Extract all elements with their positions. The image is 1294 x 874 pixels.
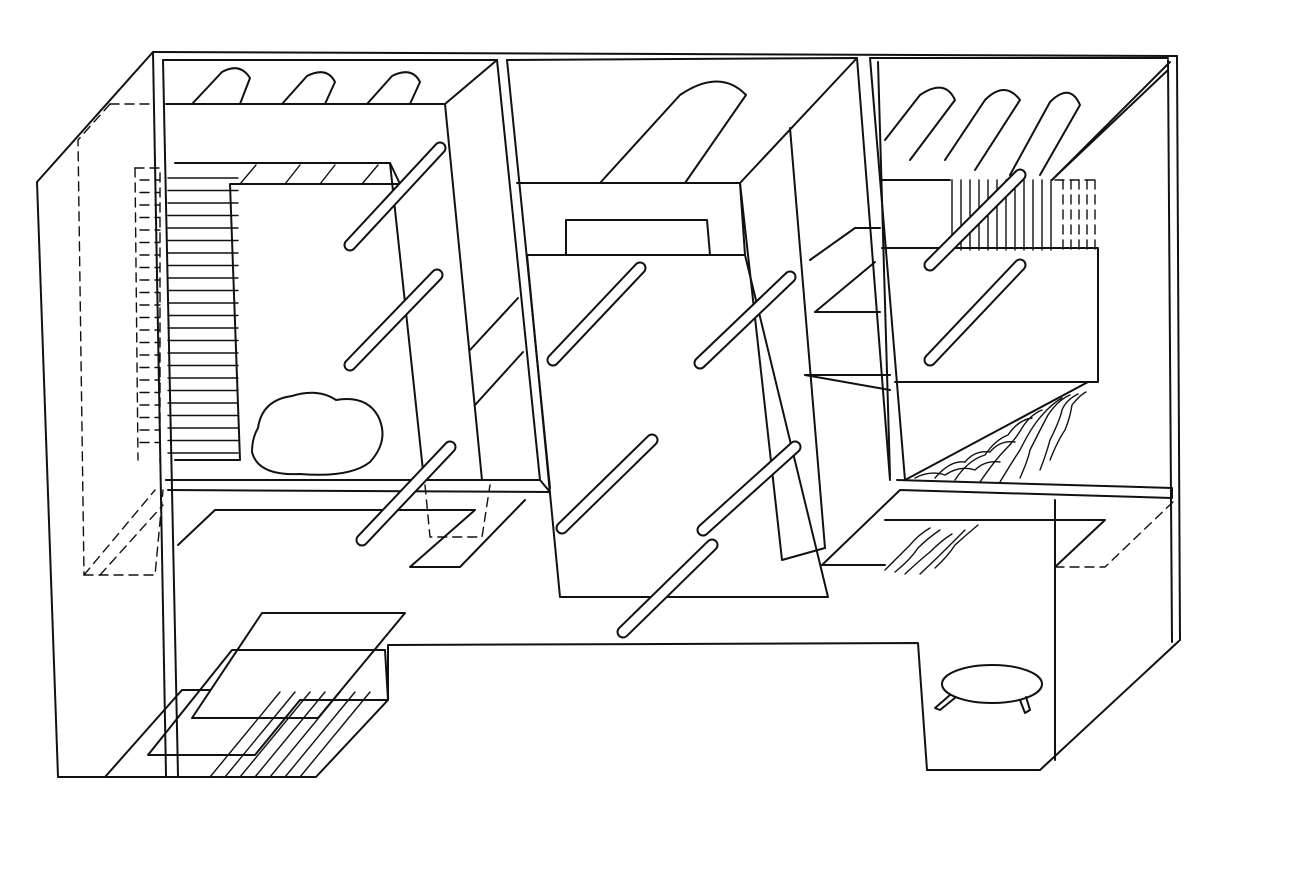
floor-grate-lines	[209, 691, 371, 778]
skylight-arch	[191, 67, 251, 105]
lower-floor	[177, 484, 1176, 761]
mezzanine-frame	[174, 162, 401, 461]
centre-window	[565, 219, 711, 256]
right-room-floor	[904, 381, 1089, 481]
centre-block-top	[739, 57, 858, 184]
left-dashed-ladder	[139, 179, 161, 444]
left-staircase	[167, 177, 239, 454]
centre-room-back-wall	[506, 57, 891, 481]
right-outer-wall	[1039, 55, 1181, 771]
left-front-edge	[36, 51, 154, 778]
right-inner-wall	[1167, 59, 1173, 643]
grate-bar	[269, 691, 341, 778]
rod-fill	[698, 442, 800, 535]
rod-fill	[345, 270, 442, 370]
centre-block-front	[739, 182, 826, 561]
rod-fill	[618, 540, 717, 637]
left-room-back-wall	[162, 59, 541, 481]
wavy-water-lines	[884, 391, 1087, 575]
rod-fill	[925, 170, 1025, 270]
grate-bar	[209, 691, 281, 778]
grate-bar	[284, 691, 356, 778]
grate-bar	[254, 691, 326, 778]
lower-floor-left-plane	[177, 499, 526, 568]
mezzanine-hatch	[239, 164, 379, 185]
rod-fill	[557, 435, 657, 533]
left-room-floor-slab	[165, 479, 551, 493]
floor-step-profile	[315, 642, 1041, 778]
outer-shell	[36, 51, 1181, 778]
left-upper-room	[162, 59, 551, 493]
rod-fill	[548, 263, 645, 365]
floor-trapdoor	[104, 612, 406, 778]
right-room-inner-left	[877, 61, 891, 477]
lower-floor-right-plane	[884, 519, 1106, 568]
grate-bar	[239, 691, 311, 778]
right-room-left-wall	[869, 57, 906, 481]
grate-bar	[299, 691, 371, 778]
centre-skylight-arch	[599, 80, 747, 184]
right-room-floor-slab	[821, 479, 1173, 566]
round-table	[934, 664, 1043, 714]
right-room-diagonal-2	[1055, 69, 1169, 177]
left-dashed-volume	[77, 103, 164, 576]
rod-fill	[357, 442, 455, 545]
centre-room	[506, 57, 891, 598]
rod-fill	[695, 272, 795, 368]
boulder	[251, 391, 384, 476]
centre-block-right	[789, 127, 826, 549]
back-wall-top-edge	[152, 51, 1178, 57]
skylight-arch	[366, 71, 421, 105]
rod-fill	[925, 260, 1025, 365]
right-upper-room	[821, 57, 1173, 566]
diagonal-rods	[343, 141, 1027, 639]
mezzanine-wall	[389, 162, 425, 481]
left-room-diagonal	[444, 59, 498, 105]
right-dashed-staircase	[1054, 179, 1096, 251]
dashed-left-box	[424, 484, 491, 538]
right-balcony	[881, 247, 1099, 383]
connecting-lines	[469, 227, 891, 406]
right-room-skylights	[884, 86, 1081, 176]
centre-tilted-slab	[526, 254, 829, 598]
skylight-arch	[281, 71, 336, 105]
left-inner-column-2	[162, 59, 179, 777]
grate-bar	[224, 691, 296, 778]
left-room-skylights	[191, 67, 421, 105]
rod-fill	[345, 143, 445, 250]
dashed-right-edge	[1054, 499, 1176, 568]
